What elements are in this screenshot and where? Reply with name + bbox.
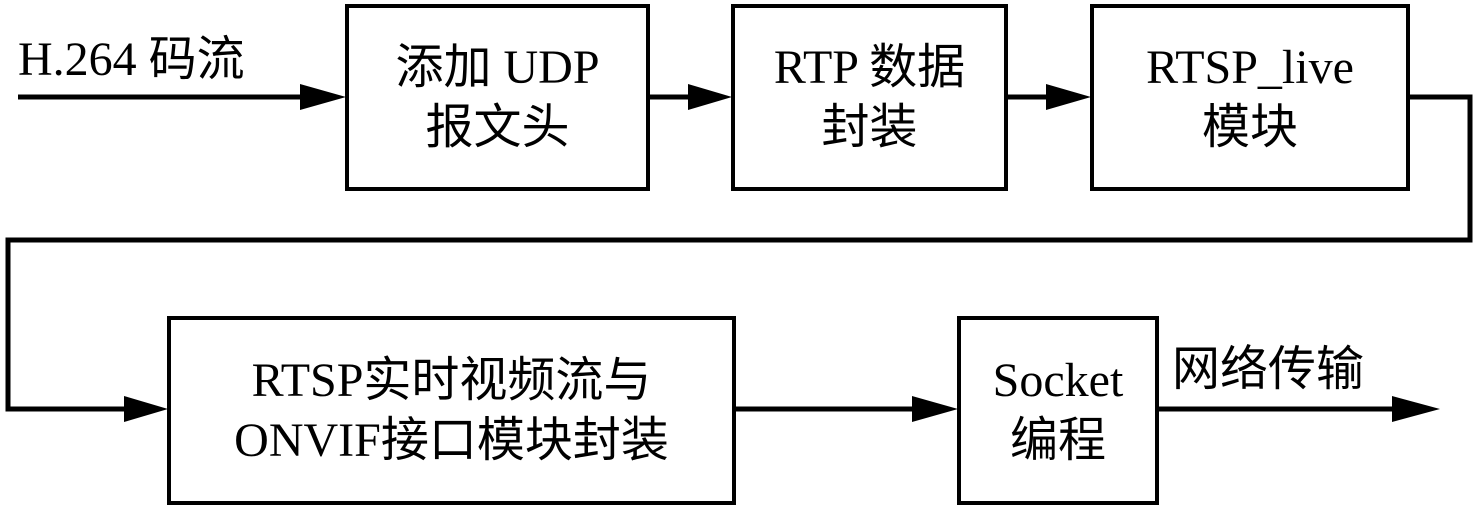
rtp-packing-line2: 封装 bbox=[821, 100, 918, 154]
arrow-udp-to-rtp bbox=[648, 84, 732, 110]
socket-line2: 编程 bbox=[1009, 413, 1106, 467]
socket-line1: Socket bbox=[992, 353, 1124, 407]
arrow-onvif-to-socket bbox=[734, 396, 958, 422]
rtsp-onvif-line2: ONVIF接口模块封装 bbox=[234, 413, 669, 467]
rtsp-live-line1: RTSP_live bbox=[1146, 40, 1354, 94]
output-label: 网络传输 bbox=[1172, 343, 1365, 396]
rtp-packing-line1: RTP 数据 bbox=[773, 40, 966, 94]
rtsp-onvif-block: RTSP实时视频流与 ONVIF接口模块封装 bbox=[167, 316, 736, 505]
input-label: H.264 码流 bbox=[18, 33, 245, 86]
arrow-rtp-to-rtsp-live bbox=[1006, 84, 1091, 110]
udp-header-line2: 报文头 bbox=[425, 100, 570, 154]
udp-header-line1: 添加 UDP bbox=[395, 40, 600, 94]
rtsp-live-block: RTSP_live 模块 bbox=[1090, 4, 1410, 191]
arrow-rtsp-live-to-onvif bbox=[5, 94, 1473, 422]
input-arrow bbox=[18, 84, 346, 110]
udp-header-block: 添加 UDP 报文头 bbox=[345, 4, 650, 191]
rtp-packing-block: RTP 数据 封装 bbox=[731, 4, 1008, 191]
socket-block: Socket 编程 bbox=[957, 316, 1159, 505]
rtsp-onvif-line1: RTSP实时视频流与 bbox=[251, 353, 652, 407]
output-arrow bbox=[1157, 396, 1440, 422]
rtsp-live-line2: 模块 bbox=[1201, 100, 1298, 154]
